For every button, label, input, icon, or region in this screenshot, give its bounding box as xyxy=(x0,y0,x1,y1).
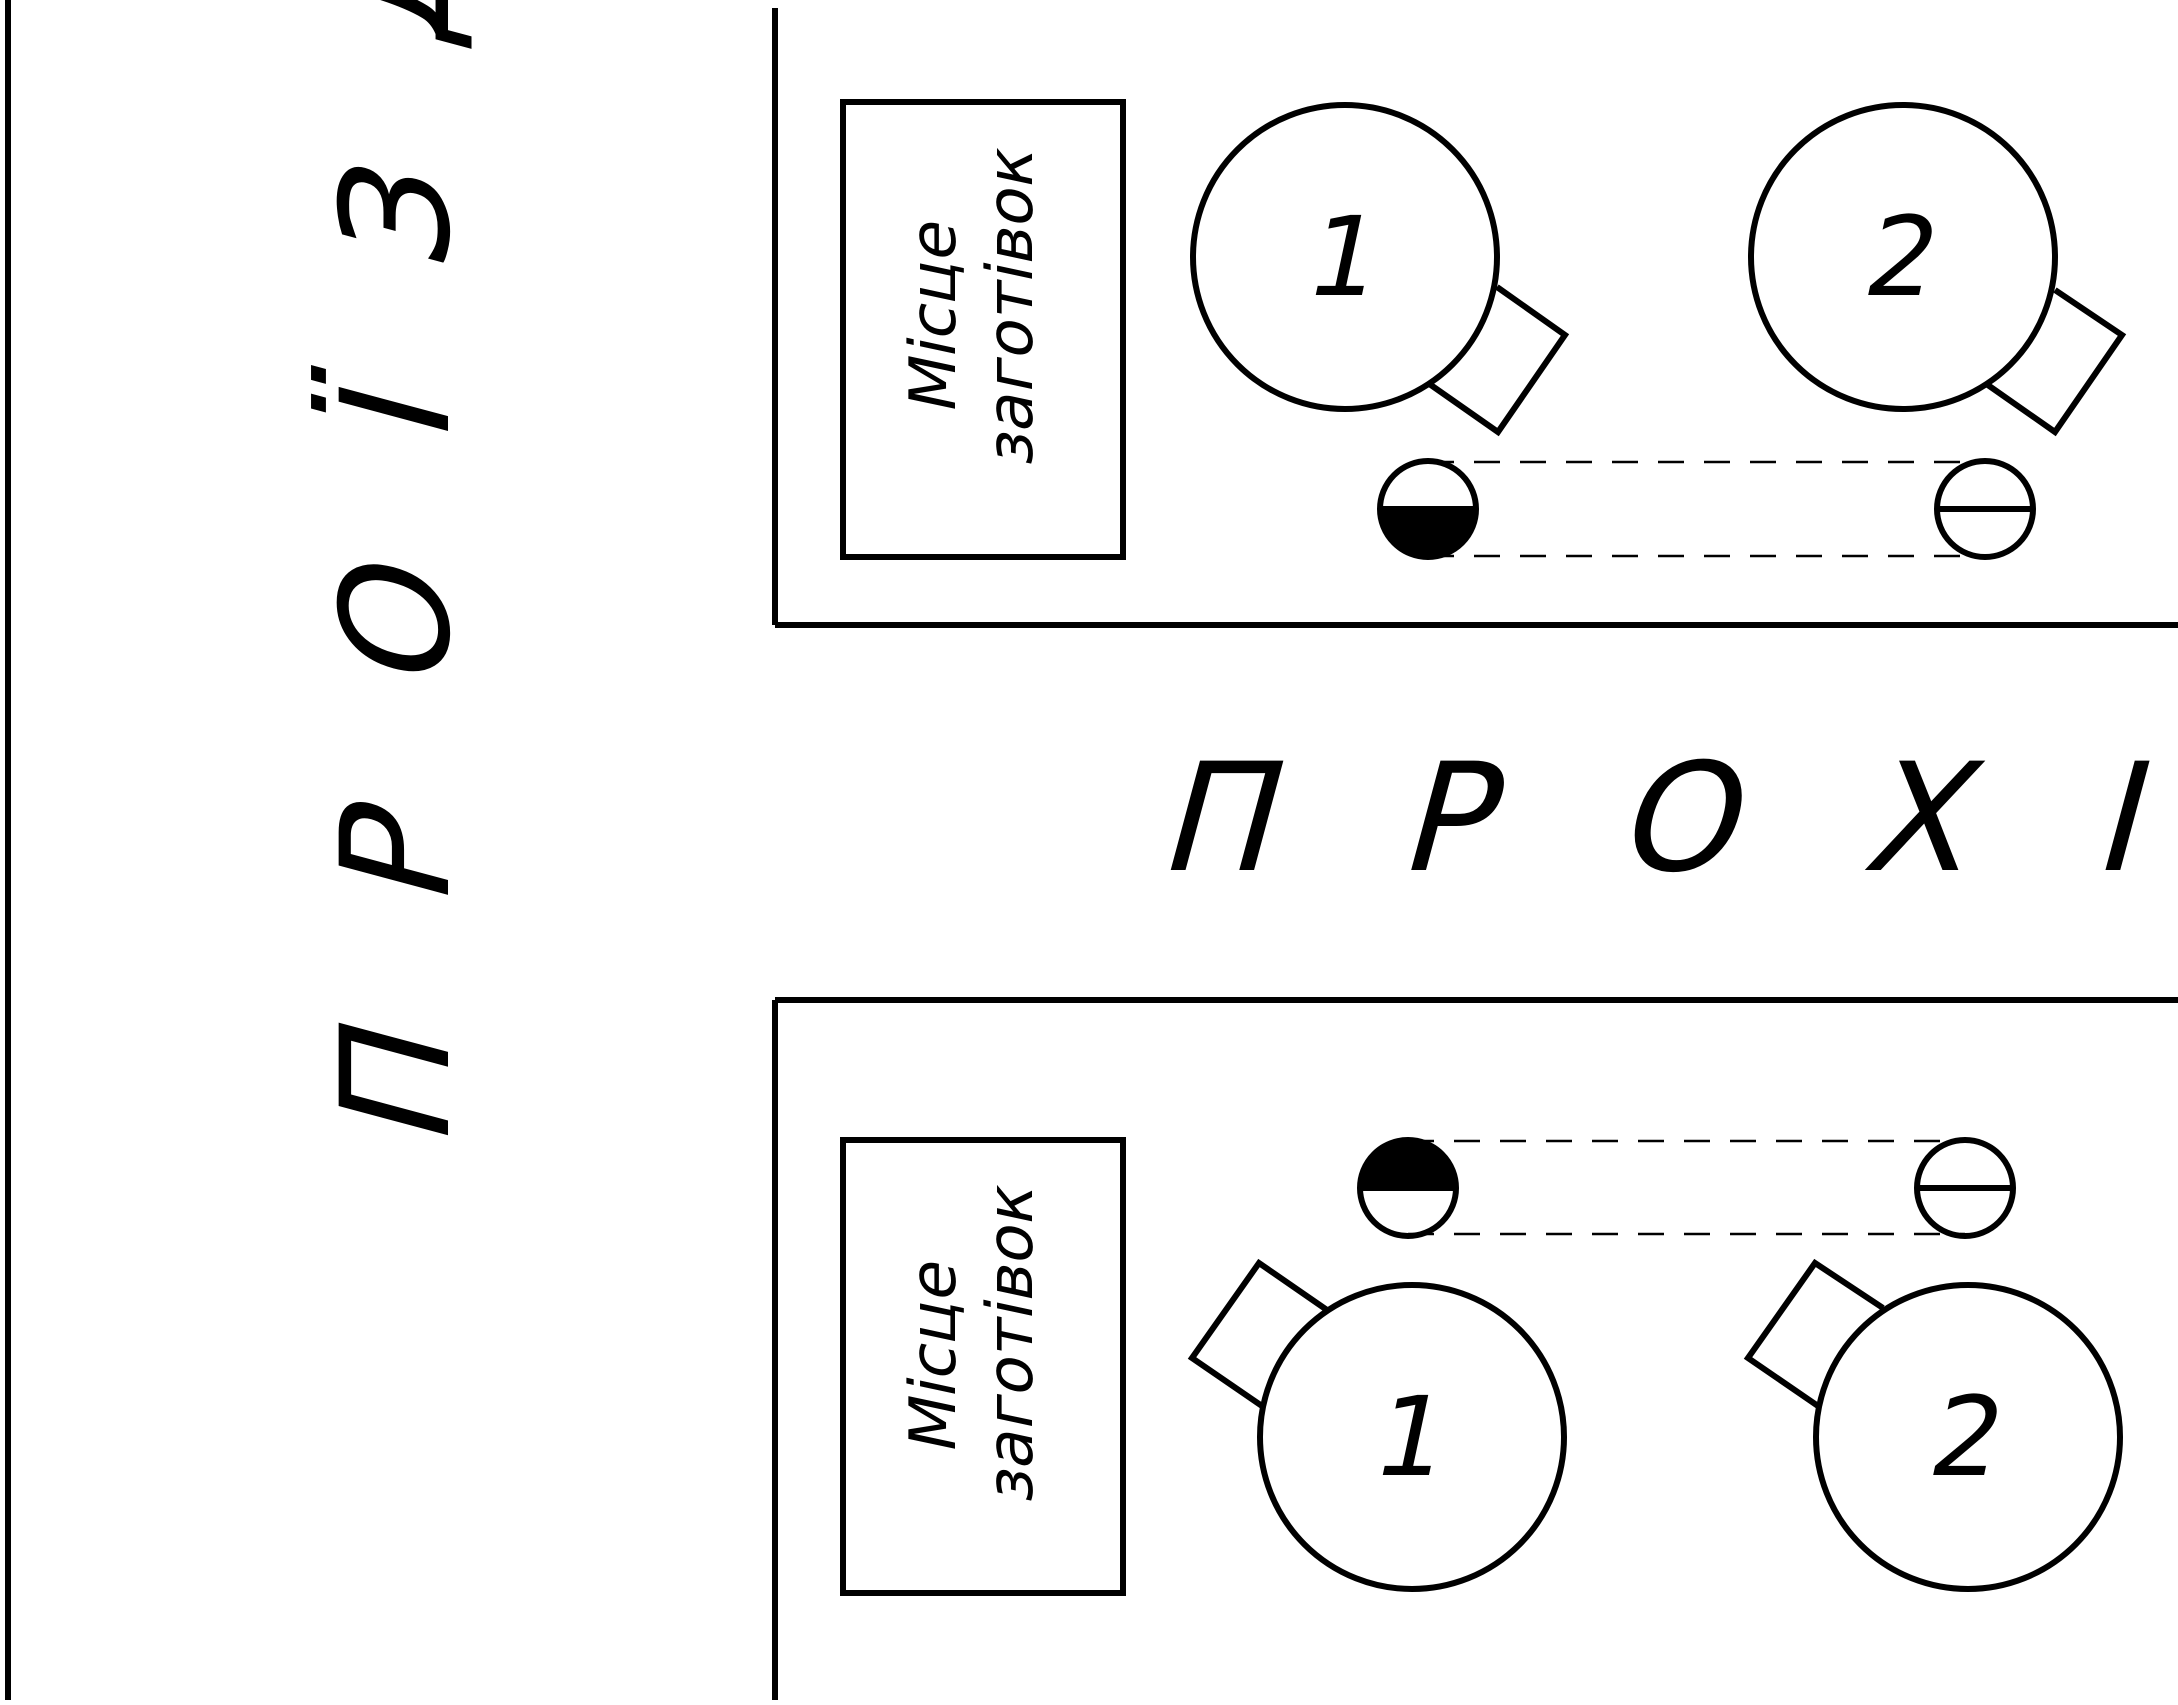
aisle-label: П Р О Х І Д xyxy=(1146,731,2178,906)
bottom-machine-1: 1 xyxy=(1187,1258,1567,1592)
top-storage-area: Місце заготівок xyxy=(840,99,1126,560)
top-storage-label-line2: заготівок xyxy=(974,139,1048,471)
bottom-machine-2-control-panel xyxy=(1743,1258,1885,1409)
top-machine-2-number: 2 xyxy=(1854,194,1951,322)
top-storage-label-line1: Місце xyxy=(897,212,971,419)
top-machine-1: 1 xyxy=(1190,102,1570,437)
bottom-machine-1-number: 1 xyxy=(1363,1374,1460,1502)
bottom-machine-1-control-panel xyxy=(1187,1258,1329,1409)
bottom-storage-label-line1: Місце xyxy=(897,1252,971,1459)
drive-label: П Р О Ї З Д xyxy=(309,0,484,1160)
bottom-machine-2: 2 xyxy=(1743,1258,2123,1592)
top-machine-2: 2 xyxy=(1748,102,2127,437)
top-worker-marker-fill xyxy=(1380,509,1476,557)
top-workplace-markers xyxy=(1377,458,2036,560)
top-machine-1-control-panel xyxy=(1426,284,1570,437)
top-machine-1-number: 1 xyxy=(1296,194,1393,322)
bottom-storage-label-line2: заготівок xyxy=(974,1176,1048,1508)
top-machine-2-body xyxy=(1748,102,2058,412)
bottom-storage-area: Місце заготівок xyxy=(840,1137,1126,1596)
bottom-storage-box xyxy=(840,1137,1126,1596)
top-machine-1-body xyxy=(1190,102,1500,412)
bottom-workplace-markers xyxy=(1357,1137,2016,1239)
top-storage-box xyxy=(840,99,1126,560)
bottom-machine-2-body xyxy=(1813,1282,2123,1592)
bottom-machine-1-body xyxy=(1257,1282,1567,1592)
bottom-machine-2-number: 2 xyxy=(1919,1374,2016,1502)
top-machine-2-control-panel xyxy=(1983,287,2127,437)
bottom-worker-marker-fill xyxy=(1360,1140,1456,1188)
